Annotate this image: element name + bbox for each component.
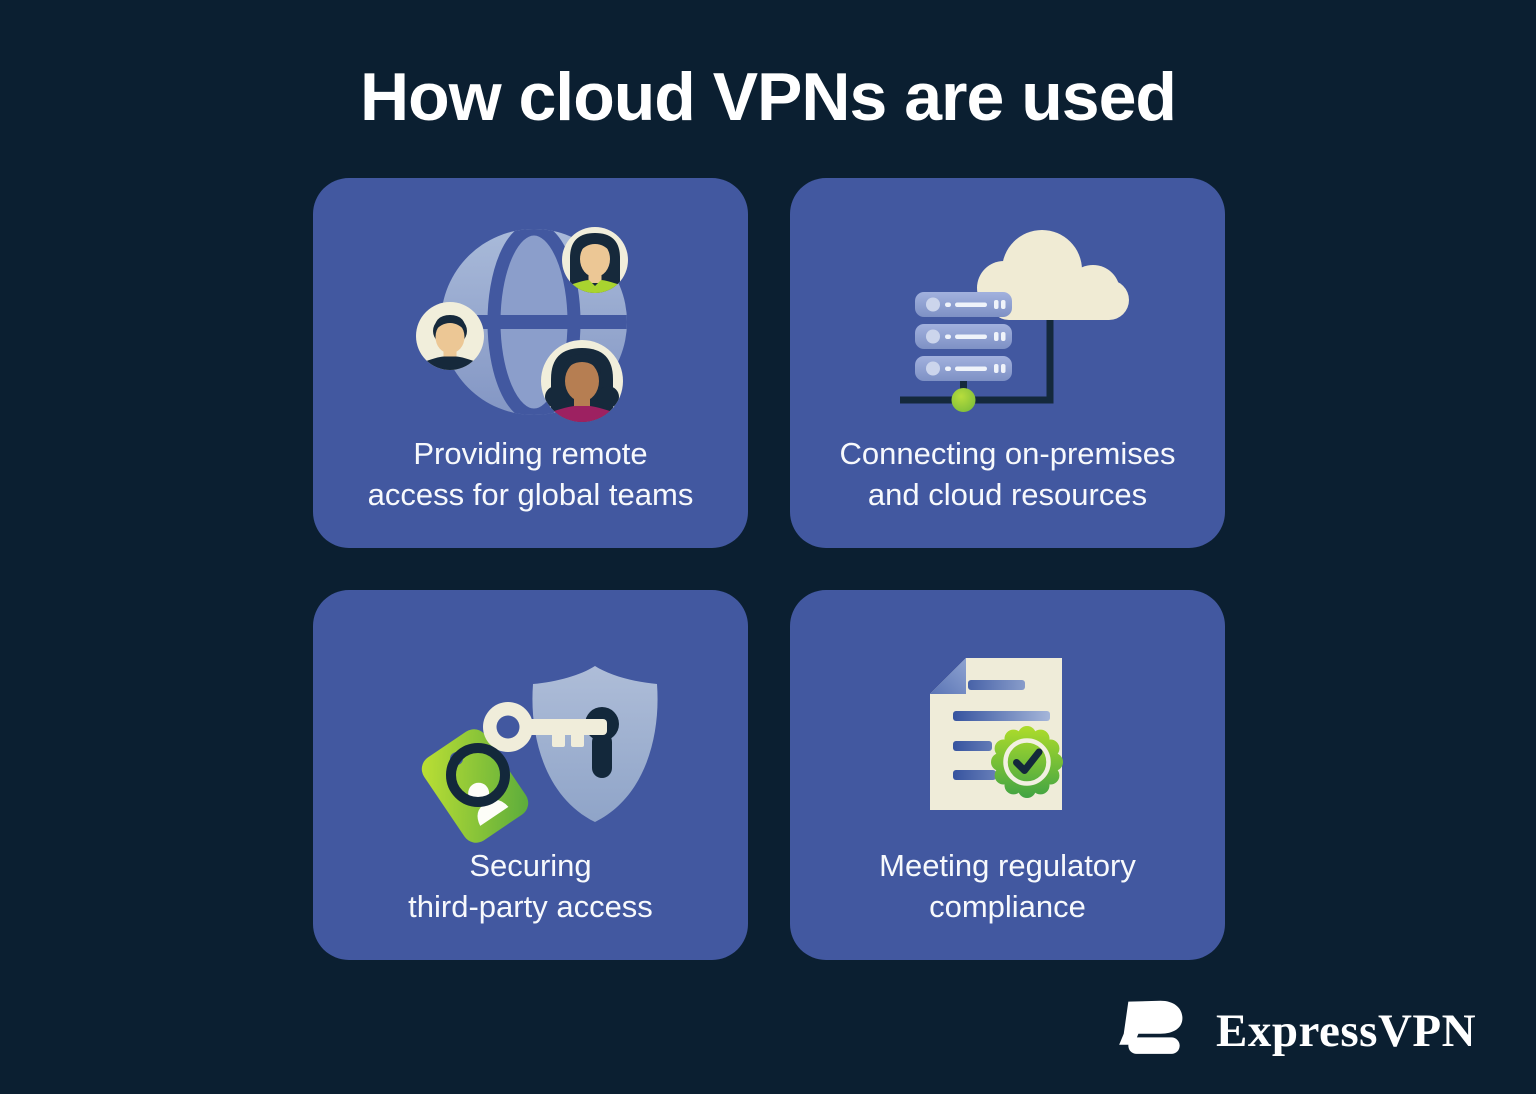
- caption-line: third-party access: [408, 889, 653, 924]
- brand-footer: ExpressVPN: [1108, 998, 1476, 1064]
- page-title: How cloud VPNs are used: [360, 59, 1177, 135]
- server-cloud-icon: [900, 230, 1129, 412]
- key-shield-icon: [421, 666, 658, 843]
- globe-users-icon: [416, 227, 628, 422]
- card-regulatory-compliance: Meeting regulatory compliance: [790, 590, 1225, 960]
- card-caption: Providing remote access for global teams: [313, 433, 748, 515]
- expressvpn-logo-icon: [1119, 1000, 1183, 1054]
- card-caption: Connecting on-premises and cloud resourc…: [790, 433, 1225, 515]
- caption-line: Connecting on-premises: [839, 436, 1176, 471]
- card-caption: Meeting regulatory compliance: [790, 845, 1225, 927]
- card-third-party-access: Securing third-party access: [313, 590, 748, 960]
- caption-line: Meeting regulatory: [879, 848, 1136, 883]
- card-remote-access: Providing remote access for global teams: [313, 178, 748, 548]
- caption-line: compliance: [929, 889, 1086, 924]
- document-badge-icon: [930, 658, 1063, 810]
- card-caption: Securing third-party access: [313, 845, 748, 927]
- caption-line: access for global teams: [367, 477, 694, 512]
- caption-line: Providing remote: [413, 436, 648, 471]
- caption-line: and cloud resources: [867, 477, 1148, 512]
- caption-line: Securing: [469, 848, 592, 883]
- brand-wordmark: ExpressVPN: [1216, 1005, 1477, 1057]
- card-cloud-resources: Connecting on-premises and cloud resourc…: [790, 178, 1225, 548]
